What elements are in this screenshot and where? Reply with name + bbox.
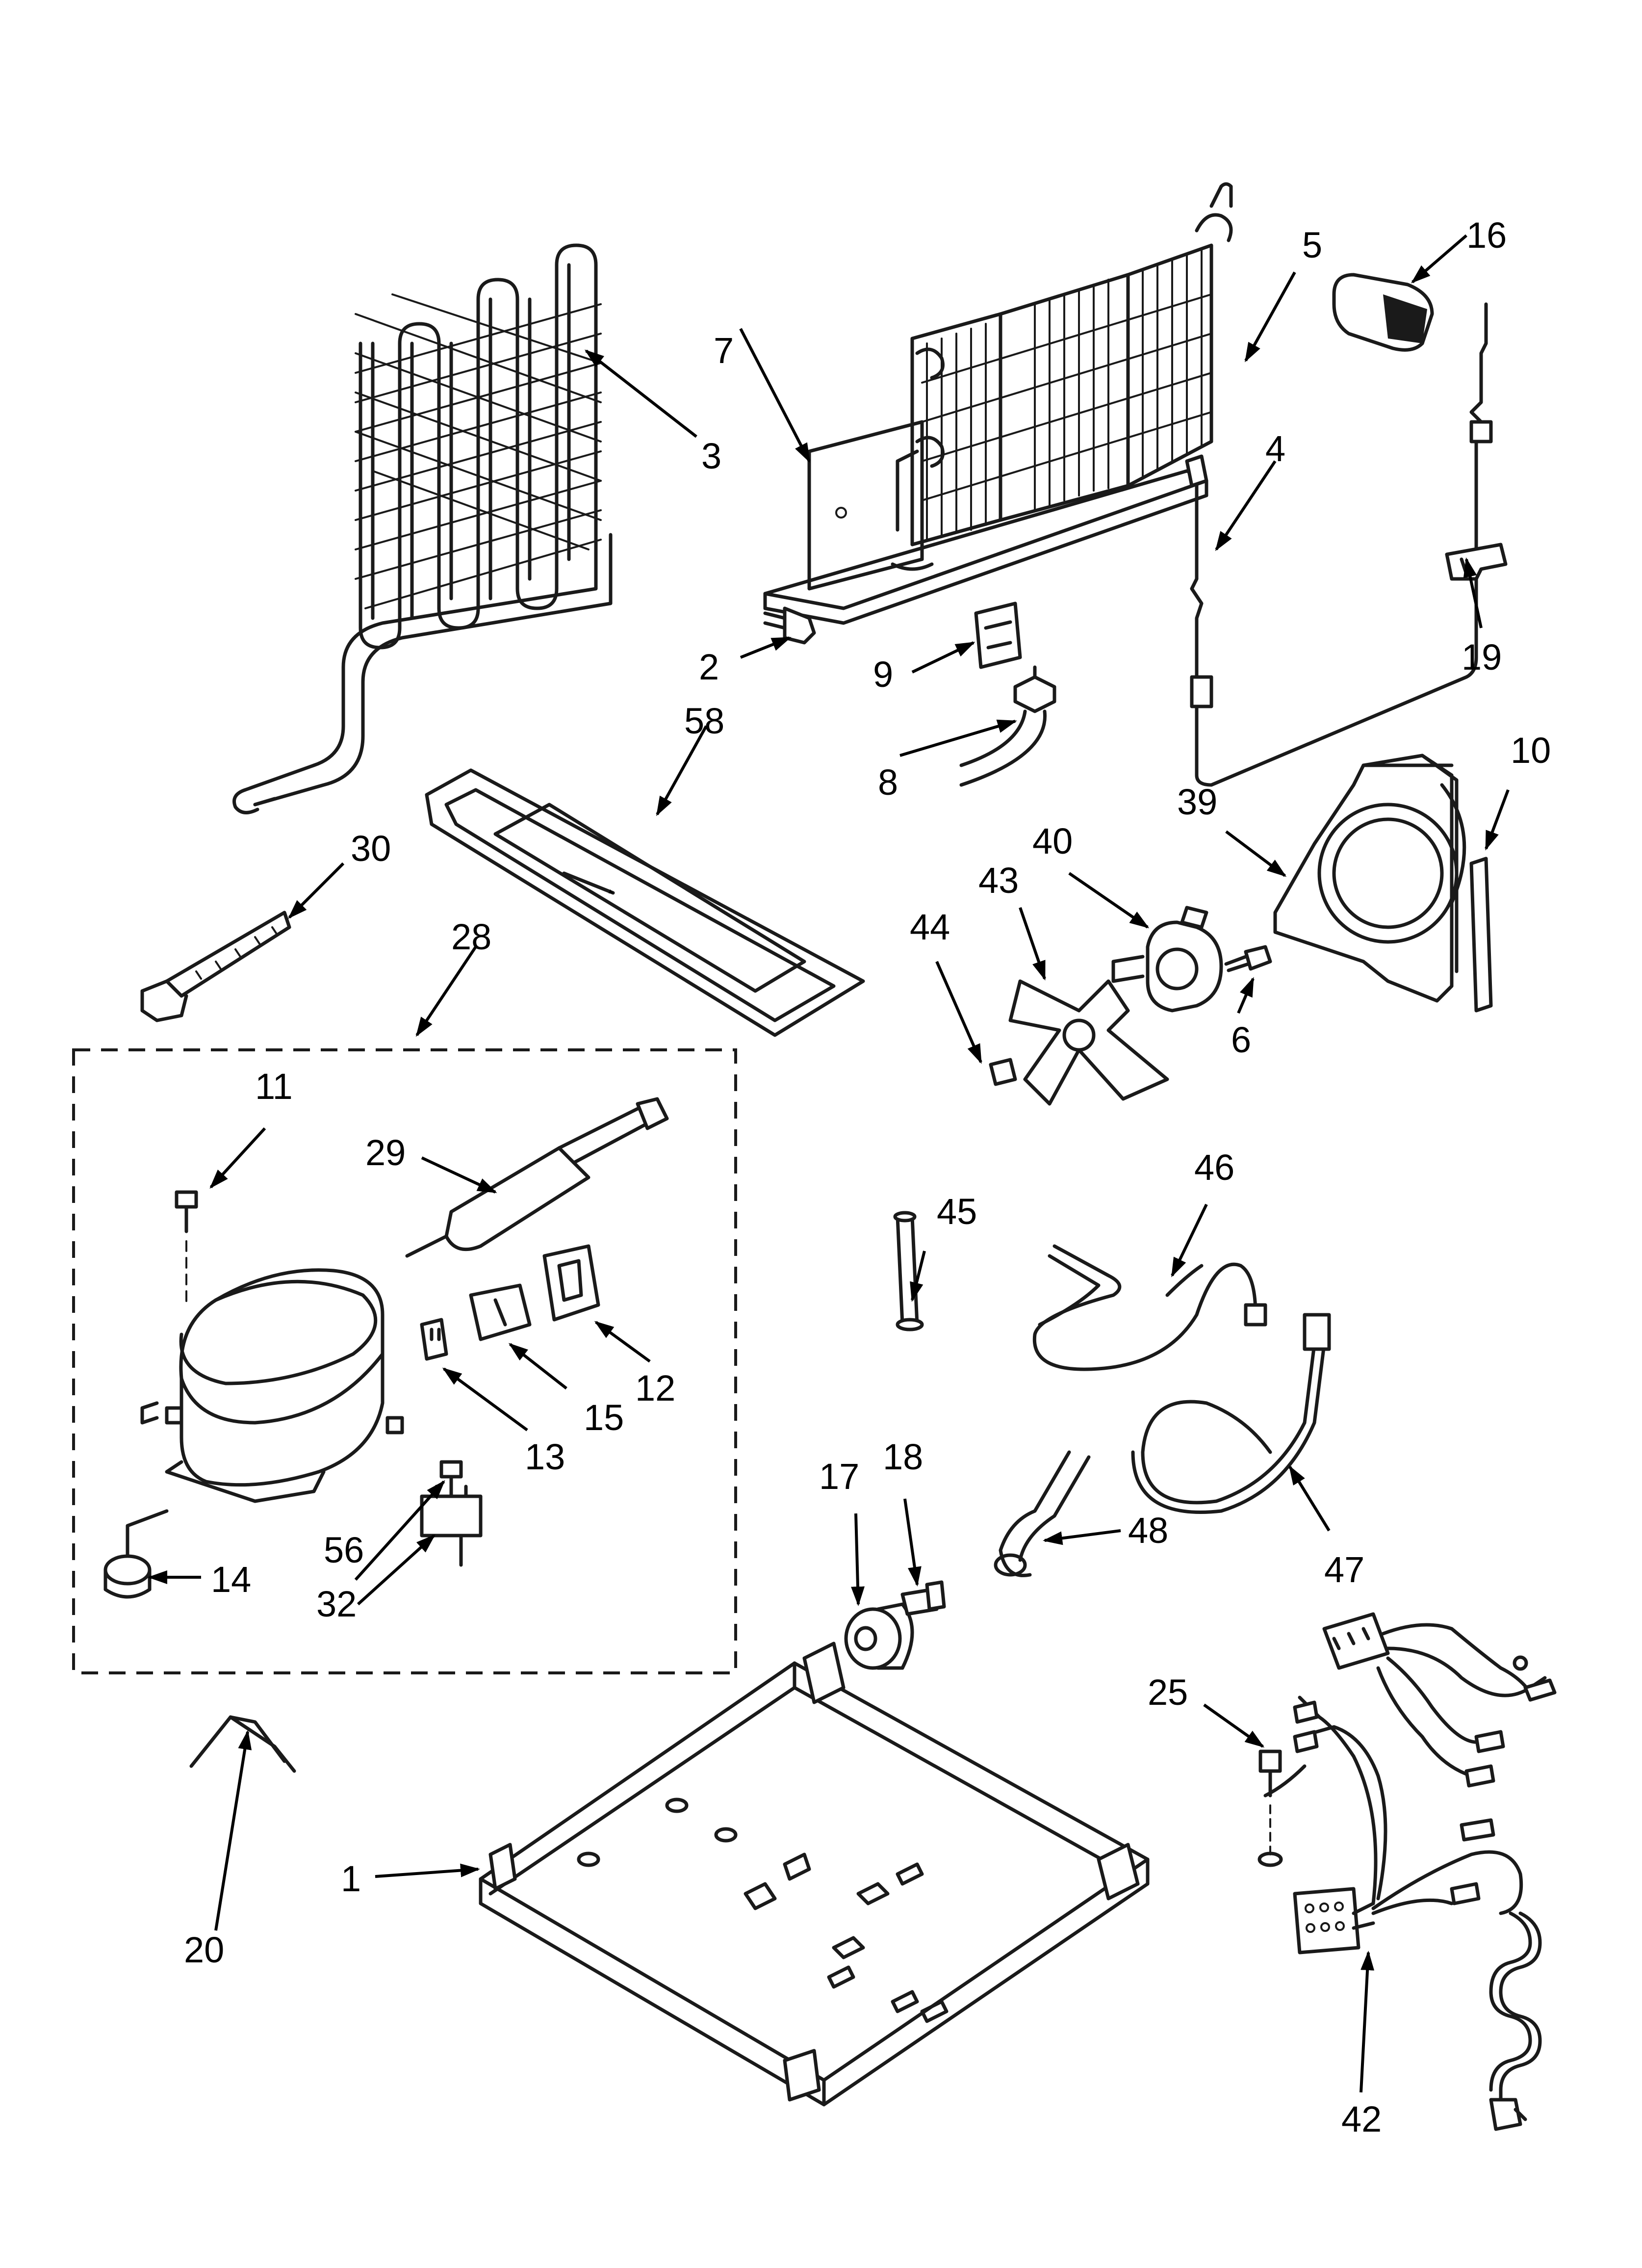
callout-42: 42 [1341,2099,1382,2139]
callout-8: 8 [878,762,898,803]
callout-16: 16 [1466,215,1507,256]
compressor-kit-28-boundary [72,1048,737,1674]
fan-shroud-39-part [1273,754,1466,1003]
screw-25-part [1257,1749,1283,1867]
clip-20-part [189,1715,296,1773]
screw-56-part [439,1460,463,1498]
blade-clip-44-part [989,1058,1017,1086]
callout-32: 32 [316,1584,357,1624]
bracket-9-part [974,601,1022,669]
screw-6-part [1224,945,1272,972]
callout-40: 40 [1032,821,1073,861]
callout-30: 30 [351,828,391,869]
callout-19: 19 [1462,637,1502,678]
callout-11: 11 [255,1066,293,1107]
callout-18: 18 [883,1436,923,1477]
callout-29: 29 [365,1132,406,1173]
callout-25: 25 [1148,1672,1188,1713]
fan-blade-43-part [1008,979,1169,1106]
callout-45: 45 [937,1191,977,1232]
wire-harness-42-part [1263,1612,1557,2131]
cable-tie-30-part [140,911,291,1022]
callout-47: 47 [1324,1549,1364,1590]
callout-17: 17 [819,1456,859,1497]
clip-19-part [1445,543,1508,581]
callout-4: 4 [1265,428,1285,469]
compressor-part [140,1268,404,1503]
callout-1: 1 [341,1858,361,1899]
tube-46-part [1032,1244,1267,1371]
callout-9: 9 [873,654,893,695]
drier-29-part [405,1097,669,1258]
strip-10-part [1469,857,1493,1013]
fan-motor-40-part [1111,906,1223,1013]
terminal-13-part [420,1318,448,1361]
callout-13: 13 [525,1436,565,1477]
callout-6: 6 [1231,1019,1251,1060]
evaporator-part [763,182,1233,625]
screw-18-part [900,1580,946,1616]
wire-loop-47-part [1131,1313,1331,1514]
base-frame-1-part [479,1642,1150,2107]
callout-48: 48 [1128,1510,1168,1551]
cover-16-part [1332,273,1434,352]
callout-5: 5 [1302,225,1322,265]
callout-10: 10 [1511,730,1551,771]
callout-28: 28 [451,916,491,957]
screw-11-part [175,1190,198,1306]
callout-39: 39 [1177,782,1217,822]
grommet-14-part [103,1509,169,1599]
callout-44: 44 [910,907,950,947]
callout-3: 3 [701,436,721,476]
thermal-fuse-8-part [959,665,1056,787]
drain-trough-58-part [425,768,865,1037]
sensor-wire-4-part [1185,302,1493,787]
callout-56: 56 [324,1530,364,1570]
callout-15: 15 [584,1397,624,1438]
callout-labels: 3 7 2 9 5 16 4 19 8 58 30 39 10 40 43 44… [184,215,1551,2139]
condenser-coil-part [232,243,613,814]
tube-48-part [994,1450,1091,1577]
callout-46: 46 [1194,1147,1234,1188]
callout-2: 2 [699,647,719,687]
callout-14: 14 [211,1559,251,1600]
callout-20: 20 [184,1929,224,1970]
overload-15-part [469,1283,532,1341]
callout-7: 7 [714,330,734,371]
screw-2-part [763,606,816,645]
callout-58: 58 [684,701,724,741]
roller-17-part [844,1602,914,1670]
leader-lines [148,234,1510,2093]
callout-12: 12 [635,1368,675,1408]
callout-43: 43 [978,860,1019,901]
relay-12-part [542,1244,600,1322]
